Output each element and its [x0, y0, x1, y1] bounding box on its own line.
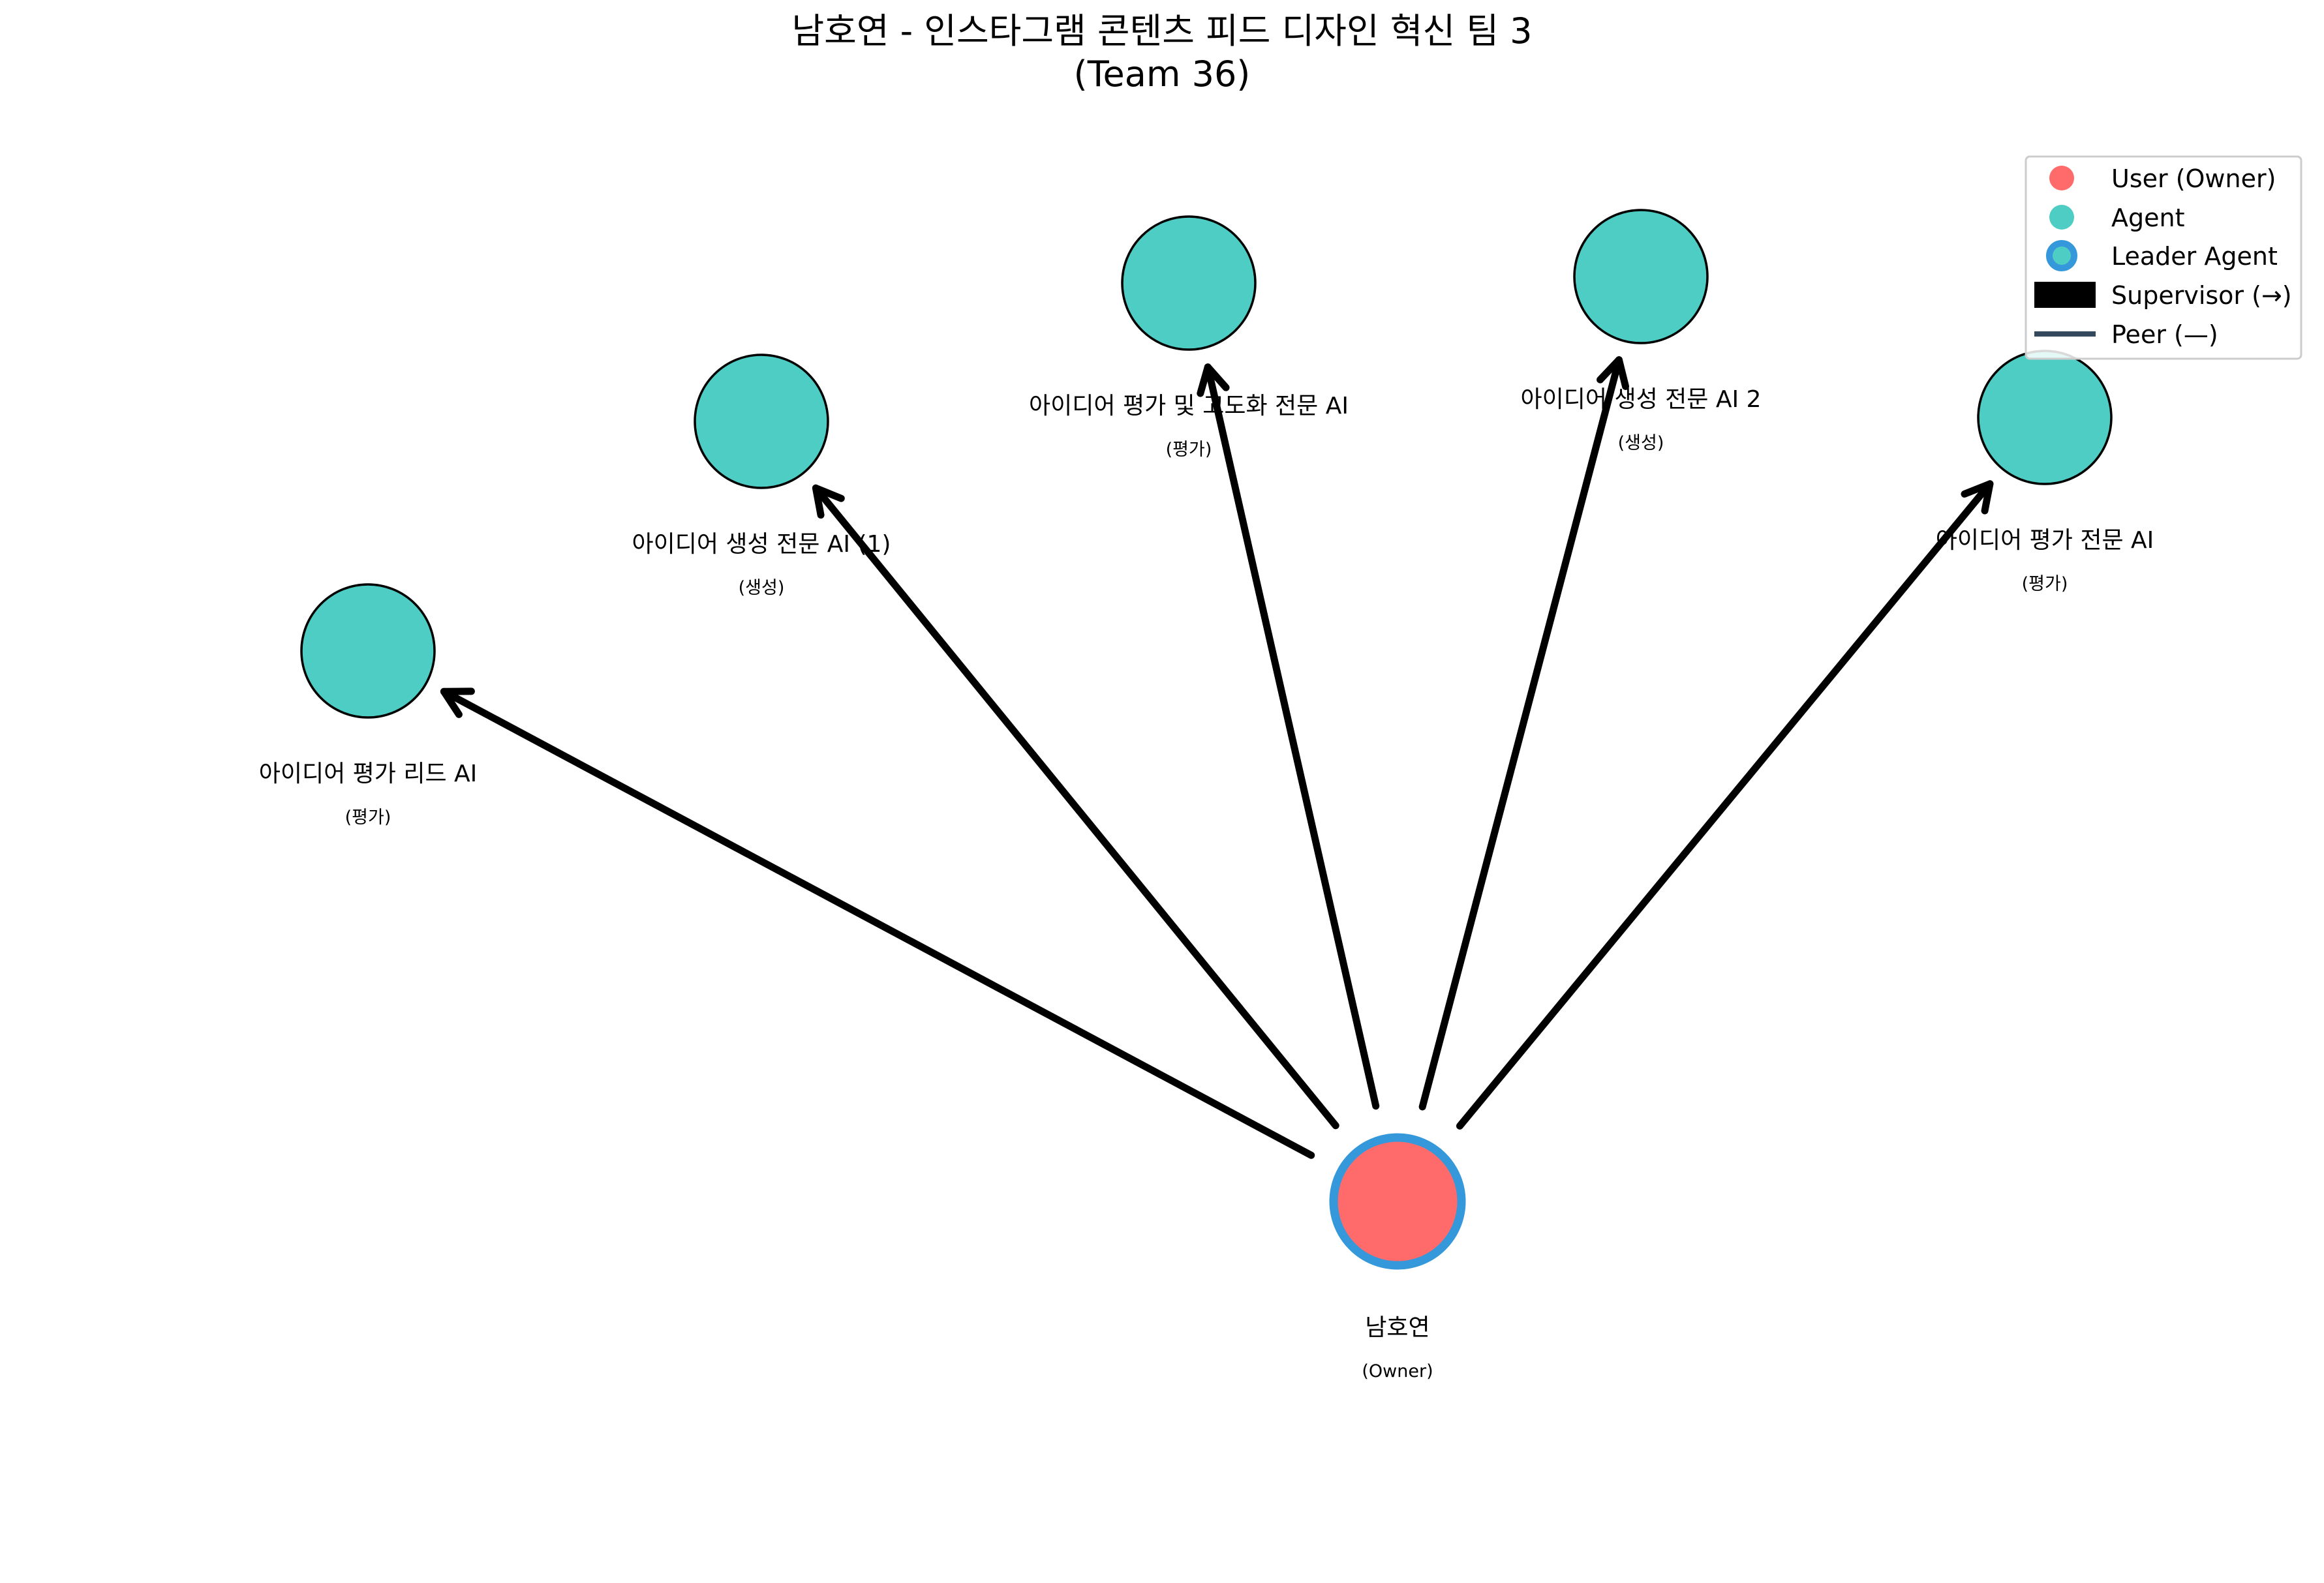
supervisor-edge-a1 [440, 687, 1315, 1159]
node-label-owner: 남호연 [1365, 1314, 1430, 1341]
supervisor-edge-a5 [1456, 480, 1994, 1130]
agent-node-circle [1121, 215, 1257, 351]
legend-label-supervisor: Supervisor (→) [2111, 281, 2292, 310]
diagram-title-line2: (Team 36) [1074, 53, 1251, 95]
node-sublabel-a1: (평가) [345, 807, 391, 828]
diagram-title-line1: 남호연 - 인스타그램 콘텐츠 피드 디자인 혁신 팀 3 [791, 10, 1532, 52]
legend-label-agent: Agent [2111, 204, 2184, 232]
node-label-a4: 아이디어 생성 전문 AI 2 [1521, 386, 1762, 413]
legend-label-user: User (Owner) [2111, 164, 2276, 193]
node-a3: 아이디어 평가 및 고도화 전문 AI (평가) [1029, 215, 1349, 460]
node-sublabel-a5: (평가) [2022, 574, 2068, 594]
arrowhead-a3 [1197, 363, 1230, 397]
edges-layer [440, 356, 1994, 1159]
supervisor-edge-a2 [812, 484, 1339, 1130]
agent-node-circle [300, 583, 436, 719]
legend-label-peer: Peer (—) [2111, 320, 2218, 349]
agent-node-circle [1573, 209, 1709, 344]
node-label-a5: 아이디어 평가 전문 AI [1936, 527, 2154, 554]
legend-frame [2025, 155, 2302, 360]
node-sublabel-owner: (Owner) [1362, 1361, 1433, 1381]
node-a1: 아이디어 평가 리드 AI (평가) [259, 583, 478, 828]
legend: User (Owner) Agent Leader Agent Supervis… [2025, 155, 2302, 360]
supervisor-edge-a3 [1204, 363, 1380, 1110]
owner-node-circle [1329, 1133, 1466, 1270]
supervisor-edge-a4 [1418, 356, 1623, 1111]
node-sublabel-a2: (생성) [739, 578, 785, 598]
node-a5: 아이디어 평가 전문 AI (평가) [1936, 350, 2154, 594]
legend-leader-marker [2046, 240, 2077, 271]
node-a2: 아이디어 생성 전문 AI (1) (생성) [632, 354, 891, 598]
legend-user-marker [2049, 166, 2074, 190]
arrowhead-a5 [1961, 480, 1994, 515]
arrowhead-a2 [812, 484, 845, 519]
node-label-a3: 아이디어 평가 및 고도화 전문 AI [1029, 393, 1349, 419]
legend-label-leader: Leader Agent [2111, 242, 2278, 271]
node-label-a2: 아이디어 생성 전문 AI (1) [632, 531, 891, 558]
node-owner: 남호연 (Owner) [1329, 1133, 1466, 1381]
nodes-layer: 남호연 (Owner) 아이디어 평가 리드 AI (평가) 아이디어 생성 전문 AI… [259, 209, 2154, 1381]
agent-node-circle [694, 354, 829, 489]
legend-supervisor-swatch [2034, 282, 2096, 308]
node-a4: 아이디어 생성 전문 AI 2 (생성) [1521, 209, 1762, 453]
legend-agent-marker [2049, 205, 2074, 230]
node-label-a1: 아이디어 평가 리드 AI [259, 761, 478, 787]
node-sublabel-a4: (생성) [1618, 433, 1664, 453]
node-sublabel-a3: (평가) [1166, 440, 1212, 460]
agent-node-circle [1977, 350, 2113, 485]
arrowhead-a4 [1597, 356, 1630, 390]
arrowhead-a1 [440, 687, 475, 718]
